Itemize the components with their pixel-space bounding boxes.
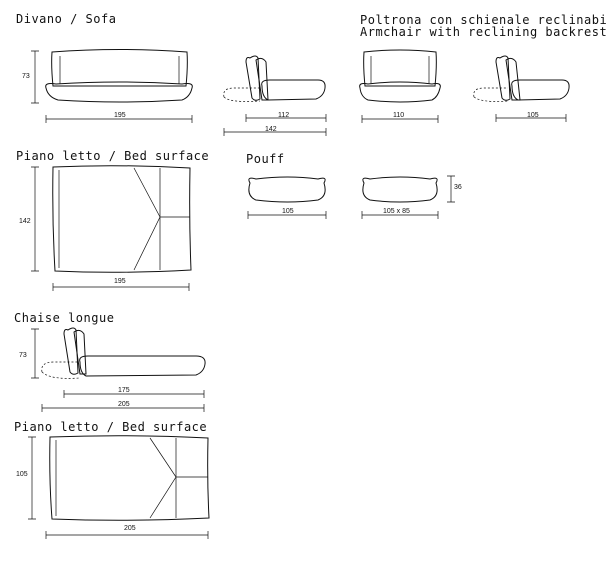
sofa-title: Divano / Sofa <box>16 12 117 26</box>
pouf-title: Pouff <box>246 152 285 166</box>
pouf-2-size-dimension <box>361 211 439 219</box>
chaise-longue-title: Chaise longue <box>14 311 115 325</box>
armchair-side-view <box>473 55 570 102</box>
armchair-side-dimension <box>495 114 567 122</box>
pouf-height-label: 36 <box>454 184 462 191</box>
bed-surface-1-top-view <box>52 165 192 273</box>
armchair-title-it: Poltrona con schienale reclinabile <box>360 13 606 27</box>
bed-surface-2-depth-dimension <box>28 436 36 520</box>
bed-surface-2-width-dimension <box>45 531 209 539</box>
sofa-height-dimension <box>31 50 39 104</box>
bed-surface-2-top-view <box>49 435 210 521</box>
pouf-2-side-view <box>362 176 438 203</box>
chaise-length-dimensions <box>41 390 205 412</box>
armchair-front-view <box>359 49 441 103</box>
pouf-1-side-view <box>248 176 326 203</box>
chaise-height-dimension <box>31 328 39 379</box>
pouf2-size-label: 105 x 85 <box>383 208 410 215</box>
sofa-width-label: 195 <box>114 112 126 119</box>
bed2-depth-label: 105 <box>16 471 28 478</box>
chaise-length-reclined-label: 205 <box>118 401 130 408</box>
bed-surface-title-1: Piano letto / Bed surface <box>16 149 210 163</box>
armchair-width-label: 110 <box>393 112 405 119</box>
sofa-side-depth-label: 112 <box>278 112 290 119</box>
sofa-front-view <box>45 49 193 103</box>
bed1-depth-label: 142 <box>19 218 31 225</box>
armchair-width-dimension <box>361 115 439 123</box>
pouf-height-dimension <box>447 175 455 203</box>
bed2-width-label: 205 <box>124 525 136 532</box>
sofa-side-dimensions <box>223 114 327 136</box>
bed1-width-label: 195 <box>114 278 126 285</box>
armchair-side-depth-label: 105 <box>527 112 539 119</box>
sofa-side-reclined-label: 142 <box>265 126 277 133</box>
pouf1-width-label: 105 <box>282 208 294 215</box>
chaise-longue-side-view <box>41 327 206 379</box>
sofa-width-dimension <box>45 115 193 123</box>
bed-surface-1-depth-dimension <box>31 166 39 272</box>
bed-surface-title-2: Piano letto / Bed surface <box>14 420 208 434</box>
bed-surface-1-width-dimension <box>52 283 190 291</box>
sofa-side-view <box>223 55 326 102</box>
armchair-title-en: Armchair with reclining backrest <box>360 25 606 39</box>
pouf-1-width-dimension <box>247 211 327 219</box>
sofa-height-label: 73 <box>22 73 30 80</box>
chaise-length-label: 175 <box>118 387 130 394</box>
chaise-height-label: 73 <box>19 352 27 359</box>
